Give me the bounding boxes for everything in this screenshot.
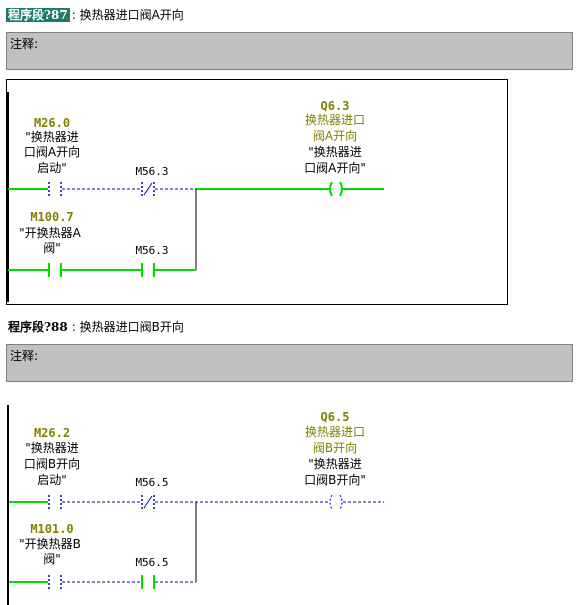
network-87-header: 程序段?87: 换热器进口阀A开向 xyxy=(6,6,184,24)
n87-contact1-symbol-3: 启动" xyxy=(37,161,67,175)
network-87-ladder[interactable] xyxy=(6,79,508,305)
n88-contact1-symbol-2: 口阀B开向 xyxy=(23,457,81,471)
n88-contact1-symbol-1: "换热器进 xyxy=(25,441,79,455)
n88-contact4[interactable] xyxy=(141,575,155,589)
n87-contact1-symbol-1: "换热器进 xyxy=(25,130,79,144)
network-88-header: 程序段?88: 换热器进口阀B开向 xyxy=(6,318,184,336)
n87-contact3-symbol-2: 阀" xyxy=(43,241,61,255)
network-88-comment[interactable]: 注释: xyxy=(6,344,573,382)
n88-coil-address[interactable]: Q6.5 xyxy=(320,410,350,424)
network-87-power-rail xyxy=(7,92,9,302)
n88-contact3-symbol-2: 阀" xyxy=(43,552,61,566)
network-88-power-rail xyxy=(7,405,9,605)
n87-coil-symbol-4: 口阀A开向" xyxy=(304,161,366,175)
n87-coil-symbol-2: 阀A开向 xyxy=(312,129,358,143)
n88-contact4-address[interactable]: M56.5 xyxy=(135,556,169,569)
network-87-label[interactable]: 程序段?87 xyxy=(6,8,70,22)
n88-coil-symbol-3: "换热器进 xyxy=(308,457,362,471)
n88-contact1-symbol-3: 启动" xyxy=(37,473,67,487)
n87-coil-address[interactable]: Q6.3 xyxy=(320,99,350,113)
n87-contact3[interactable] xyxy=(48,263,62,277)
n88-coil[interactable] xyxy=(329,494,343,510)
n88-coil-symbol-1: 换热器进口 xyxy=(304,425,365,439)
n87-contact1-symbol-2: 口阀A开向 xyxy=(23,145,81,159)
n88-contact2-address[interactable]: M56.5 xyxy=(135,476,169,489)
n88-contact3-address[interactable]: M101.0 xyxy=(30,522,74,536)
n88-contact1[interactable] xyxy=(48,495,62,509)
n87-coil-symbol-1: 换热器进口 xyxy=(304,113,365,127)
network-87-comment-label: 注释: xyxy=(10,37,39,51)
n87-contact2-nc[interactable] xyxy=(141,182,155,196)
n87-contact3-symbol-1: "开换热器A xyxy=(19,226,81,240)
n87-contact1[interactable] xyxy=(48,182,62,196)
network-87-comment[interactable]: 注释: xyxy=(6,32,573,70)
n87-contact2-address[interactable]: M56.3 xyxy=(135,165,169,178)
network-88-title[interactable]: : 换热器进口阀B开向 xyxy=(71,320,184,334)
network-87-title[interactable]: : 换热器进口阀A开向 xyxy=(71,8,184,22)
n88-contact1-address[interactable]: M26.2 xyxy=(33,426,71,440)
n88-coil-symbol-2: 阀B开向 xyxy=(312,441,358,455)
n87-coil-symbol-3: "换热器进 xyxy=(308,145,362,159)
n88-contact3[interactable] xyxy=(48,575,62,589)
n87-contact1-address[interactable]: M26.0 xyxy=(33,116,71,130)
n87-coil[interactable] xyxy=(329,181,343,197)
n87-contact3-address[interactable]: M100.7 xyxy=(30,210,74,224)
n88-coil-symbol-4: 口阀B开向" xyxy=(304,473,366,487)
n87-contact4-address[interactable]: M56.3 xyxy=(135,244,169,257)
n88-contact2-nc[interactable] xyxy=(141,495,155,509)
n88-contact3-symbol-1: "开换热器B xyxy=(19,537,81,551)
network-88-label[interactable]: 程序段?88 xyxy=(8,320,68,334)
network-88-comment-label: 注释: xyxy=(10,349,39,363)
n87-contact4[interactable] xyxy=(141,263,155,277)
